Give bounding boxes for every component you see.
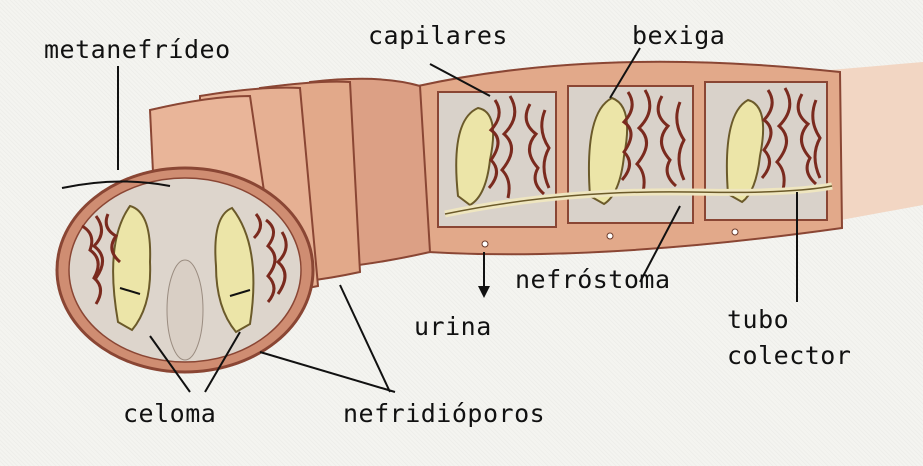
worm-tail [830, 62, 923, 222]
label-tubo-colector: tubo colector [727, 302, 851, 374]
label-capilares: capilares [368, 22, 508, 50]
label-nefridioporos: nefridióporos [343, 400, 545, 428]
pore-1 [482, 241, 488, 247]
segment-2-interior [568, 86, 693, 223]
central-septum [167, 260, 203, 360]
pore-2 [607, 233, 613, 239]
label-bexiga: bexiga [632, 22, 725, 50]
label-metanefrideo: metanefrídeo [44, 36, 231, 64]
pore-3 [732, 229, 738, 235]
label-nefrostoma: nefróstoma [515, 266, 671, 294]
urina-arrowhead [478, 286, 490, 298]
label-celoma: celoma [123, 400, 216, 428]
label-urina: urina [414, 313, 492, 341]
